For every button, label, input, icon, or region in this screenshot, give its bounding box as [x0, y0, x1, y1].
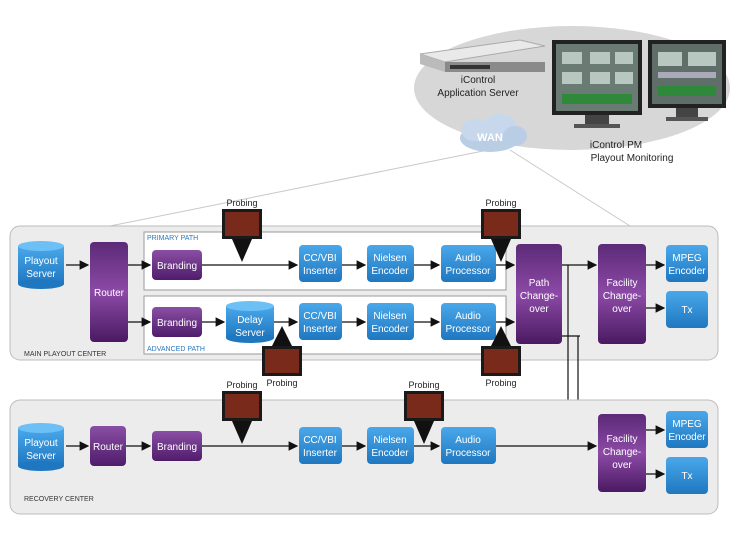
funnel-line-right: [509, 149, 631, 227]
svg-text:Probing: Probing: [408, 380, 439, 390]
svg-text:Encoder: Encoder: [371, 266, 409, 277]
svg-text:Audio: Audio: [455, 435, 481, 446]
svg-text:Encoder: Encoder: [668, 432, 706, 443]
main-mpeg-encoder[interactable]: MPEG Encoder: [666, 245, 708, 282]
recovery-playout-server[interactable]: Playout Server: [18, 423, 64, 471]
svg-text:over: over: [612, 304, 632, 315]
svg-text:Path: Path: [529, 278, 550, 289]
main-ccvbi-advanced[interactable]: CC/VBI Inserter: [299, 303, 342, 340]
svg-text:Branding: Branding: [157, 318, 197, 329]
monitor-icon-2: [648, 40, 726, 121]
probe-main-2[interactable]: Probing: [481, 198, 521, 262]
svg-text:MPEG: MPEG: [672, 253, 702, 264]
app-server-icon: [419, 39, 546, 72]
svg-text:Delay: Delay: [237, 315, 263, 326]
recovery-nielsen[interactable]: Nielsen Encoder: [367, 427, 414, 464]
main-audio-advanced[interactable]: Audio Processor: [441, 303, 496, 340]
pm-label-2: Playout Monitoring: [591, 153, 674, 164]
svg-text:Nielsen: Nielsen: [373, 311, 406, 322]
svg-text:Nielsen: Nielsen: [373, 435, 406, 446]
svg-text:Probing: Probing: [485, 378, 516, 388]
svg-text:Server: Server: [235, 328, 265, 339]
probe-recovery-1[interactable]: Probing: [222, 380, 262, 444]
svg-text:Inserter: Inserter: [303, 448, 338, 459]
main-nielsen-advanced[interactable]: Nielsen Encoder: [367, 303, 414, 340]
svg-text:Processor: Processor: [445, 448, 491, 459]
svg-text:Probing: Probing: [226, 198, 257, 208]
main-path-changeover[interactable]: Path Change- over: [516, 244, 562, 344]
svg-text:Encoder: Encoder: [668, 266, 706, 277]
svg-text:Probing: Probing: [226, 380, 257, 390]
recovery-router[interactable]: Router: [90, 426, 126, 466]
recovery-center-panel: [9, 399, 719, 515]
svg-text:Nielsen: Nielsen: [373, 253, 406, 264]
svg-text:Change-: Change-: [603, 291, 641, 302]
svg-text:Encoder: Encoder: [371, 448, 409, 459]
main-delay-server[interactable]: Delay Server: [226, 301, 274, 343]
main-audio-primary[interactable]: Audio Processor: [441, 245, 496, 282]
svg-text:Change-: Change-: [520, 291, 558, 302]
svg-text:Inserter: Inserter: [303, 324, 338, 335]
svg-text:Probing: Probing: [266, 378, 297, 388]
svg-text:Server: Server: [26, 269, 56, 280]
funnel-line-left: [109, 149, 489, 227]
probe-main-1[interactable]: Probing: [222, 198, 262, 262]
svg-text:over: over: [529, 304, 549, 315]
advanced-path-label: ADVANCED PATH: [147, 346, 205, 353]
recovery-connectors: [66, 425, 666, 479]
recovery-facility-changeover[interactable]: Facility Change- over: [598, 414, 646, 492]
main-tx[interactable]: Tx: [666, 291, 708, 328]
svg-text:Processor: Processor: [445, 324, 491, 335]
svg-text:Playout: Playout: [24, 438, 58, 449]
svg-text:Router: Router: [94, 288, 125, 299]
probe-main-4[interactable]: Probing: [481, 326, 521, 388]
probe-recovery-2[interactable]: Probing: [404, 380, 444, 444]
svg-text:Tx: Tx: [681, 471, 692, 482]
wan-cloud-icon: [460, 114, 527, 152]
svg-text:Branding: Branding: [157, 261, 197, 272]
svg-text:Playout: Playout: [24, 256, 58, 267]
svg-text:Change-: Change-: [603, 447, 641, 458]
svg-text:Router: Router: [93, 442, 124, 453]
main-nielsen-primary[interactable]: Nielsen Encoder: [367, 245, 414, 282]
svg-text:Tx: Tx: [681, 305, 692, 316]
main-branding-advanced[interactable]: Branding: [152, 307, 202, 337]
svg-text:Branding: Branding: [157, 442, 197, 453]
svg-text:Audio: Audio: [455, 311, 481, 322]
monitor-icon-1: [552, 40, 642, 128]
main-center-label: MAIN PLAYOUT CENTER: [24, 351, 106, 358]
svg-text:over: over: [612, 460, 632, 471]
recovery-mpeg-encoder[interactable]: MPEG Encoder: [666, 411, 708, 448]
svg-text:MPEG: MPEG: [672, 419, 702, 430]
recovery-ccvbi[interactable]: CC/VBI Inserter: [299, 427, 342, 464]
primary-path-label: PRIMARY PATH: [147, 235, 198, 242]
svg-text:CC/VBI: CC/VBI: [303, 253, 336, 264]
svg-text:Inserter: Inserter: [303, 266, 338, 277]
svg-text:Processor: Processor: [445, 266, 491, 277]
svg-text:Facility: Facility: [606, 434, 637, 445]
main-router[interactable]: Router: [90, 242, 128, 342]
recovery-branding[interactable]: Branding: [152, 431, 202, 461]
main-facility-changeover[interactable]: Facility Change- over: [598, 244, 646, 344]
recovery-audio[interactable]: Audio Processor: [441, 427, 496, 464]
main-branding-primary[interactable]: Branding: [152, 250, 202, 280]
svg-text:Server: Server: [26, 451, 56, 462]
svg-text:Probing: Probing: [485, 198, 516, 208]
svg-text:CC/VBI: CC/VBI: [303, 435, 336, 446]
main-ccvbi-primary[interactable]: CC/VBI Inserter: [299, 245, 342, 282]
svg-text:Encoder: Encoder: [371, 324, 409, 335]
svg-text:CC/VBI: CC/VBI: [303, 311, 336, 322]
svg-text:Facility: Facility: [606, 278, 637, 289]
app-server-label-2: Application Server: [437, 88, 519, 99]
app-server-label-1: iControl: [461, 75, 495, 86]
svg-text:Audio: Audio: [455, 253, 481, 264]
main-playout-server[interactable]: Playout Server: [18, 241, 64, 289]
probe-main-3[interactable]: Probing: [262, 326, 302, 388]
pm-label-1: iControl PM: [590, 140, 642, 151]
recovery-tx[interactable]: Tx: [666, 457, 708, 494]
wan-label: WAN: [477, 132, 503, 144]
recovery-center-label: RECOVERY CENTER: [24, 496, 94, 503]
